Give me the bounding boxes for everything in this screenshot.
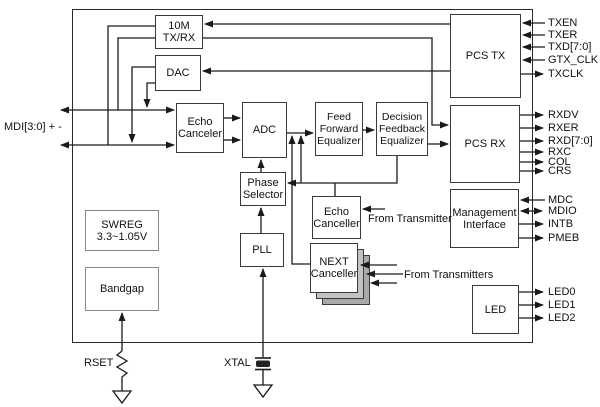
pin-led0: LED0 (548, 286, 576, 298)
block-pll: PLL (240, 233, 284, 267)
block-adc: ADC (242, 102, 287, 158)
pin-rxd: RXD[7:0] (548, 135, 593, 147)
pin-rxer: RXER (548, 122, 579, 134)
block-dac: DAC (155, 55, 201, 91)
pin-led1: LED1 (548, 299, 576, 311)
block-management-interface: Management Interface (450, 189, 519, 248)
pin-mdio: MDIO (548, 205, 577, 217)
xtal-label: XTAL (224, 357, 251, 369)
crystal-icon (255, 357, 271, 385)
block-phase-selector: Phase Selector (240, 172, 286, 206)
block-10m-txrx: 10M TX/RX (155, 15, 203, 49)
pin-rxc: RXC (548, 146, 572, 158)
block-echo-canceler: Echo Canceler (176, 103, 224, 153)
rset-label: RSET (84, 357, 114, 369)
from-transmitters-label: From Transmitters (404, 269, 494, 281)
pin-rxdv: RXDV (548, 109, 579, 121)
block-pcs-rx: PCS RX (450, 105, 520, 183)
signal-wires (60, 19, 545, 357)
block-pcs-tx: PCS TX (450, 14, 521, 98)
pin-mdc: MDC (548, 194, 574, 206)
pin-txd: TXD[7:0] (548, 41, 592, 53)
block-echo-canceller-2: Echo Canceller (312, 196, 361, 239)
block-next-canceller: NEXT Canceller (310, 243, 358, 293)
ground-icon (252, 384, 274, 399)
block-bandgap: Bandgap (85, 267, 159, 311)
pin-txen: TXEN (548, 17, 578, 29)
block-swreg: SWREG 3.3~1.05V (85, 210, 159, 251)
pin-pmeb: PMEB (548, 232, 580, 244)
pin-col: COL (548, 156, 571, 168)
pin-txer: TXER (548, 29, 578, 41)
block-decision-feedback-equalizer: Decision Feedback Equalizer (376, 102, 428, 156)
resistor-icon (115, 350, 129, 391)
mdi-label: MDI[3:0] + - (4, 121, 62, 133)
block-led: LED (472, 285, 519, 334)
pin-intb: INTB (548, 218, 574, 230)
pin-crs: CRS (548, 165, 572, 177)
pin-led2: LED2 (548, 312, 576, 324)
pin-gtx-clk: GTX_CLK (548, 54, 599, 66)
pin-txclk: TXCLK (548, 68, 584, 80)
from-transmitter-label: From Transmitter (368, 213, 452, 225)
ground-icon (111, 390, 133, 405)
block-feed-forward-equalizer: Feed Forward Equalizer (315, 102, 363, 156)
